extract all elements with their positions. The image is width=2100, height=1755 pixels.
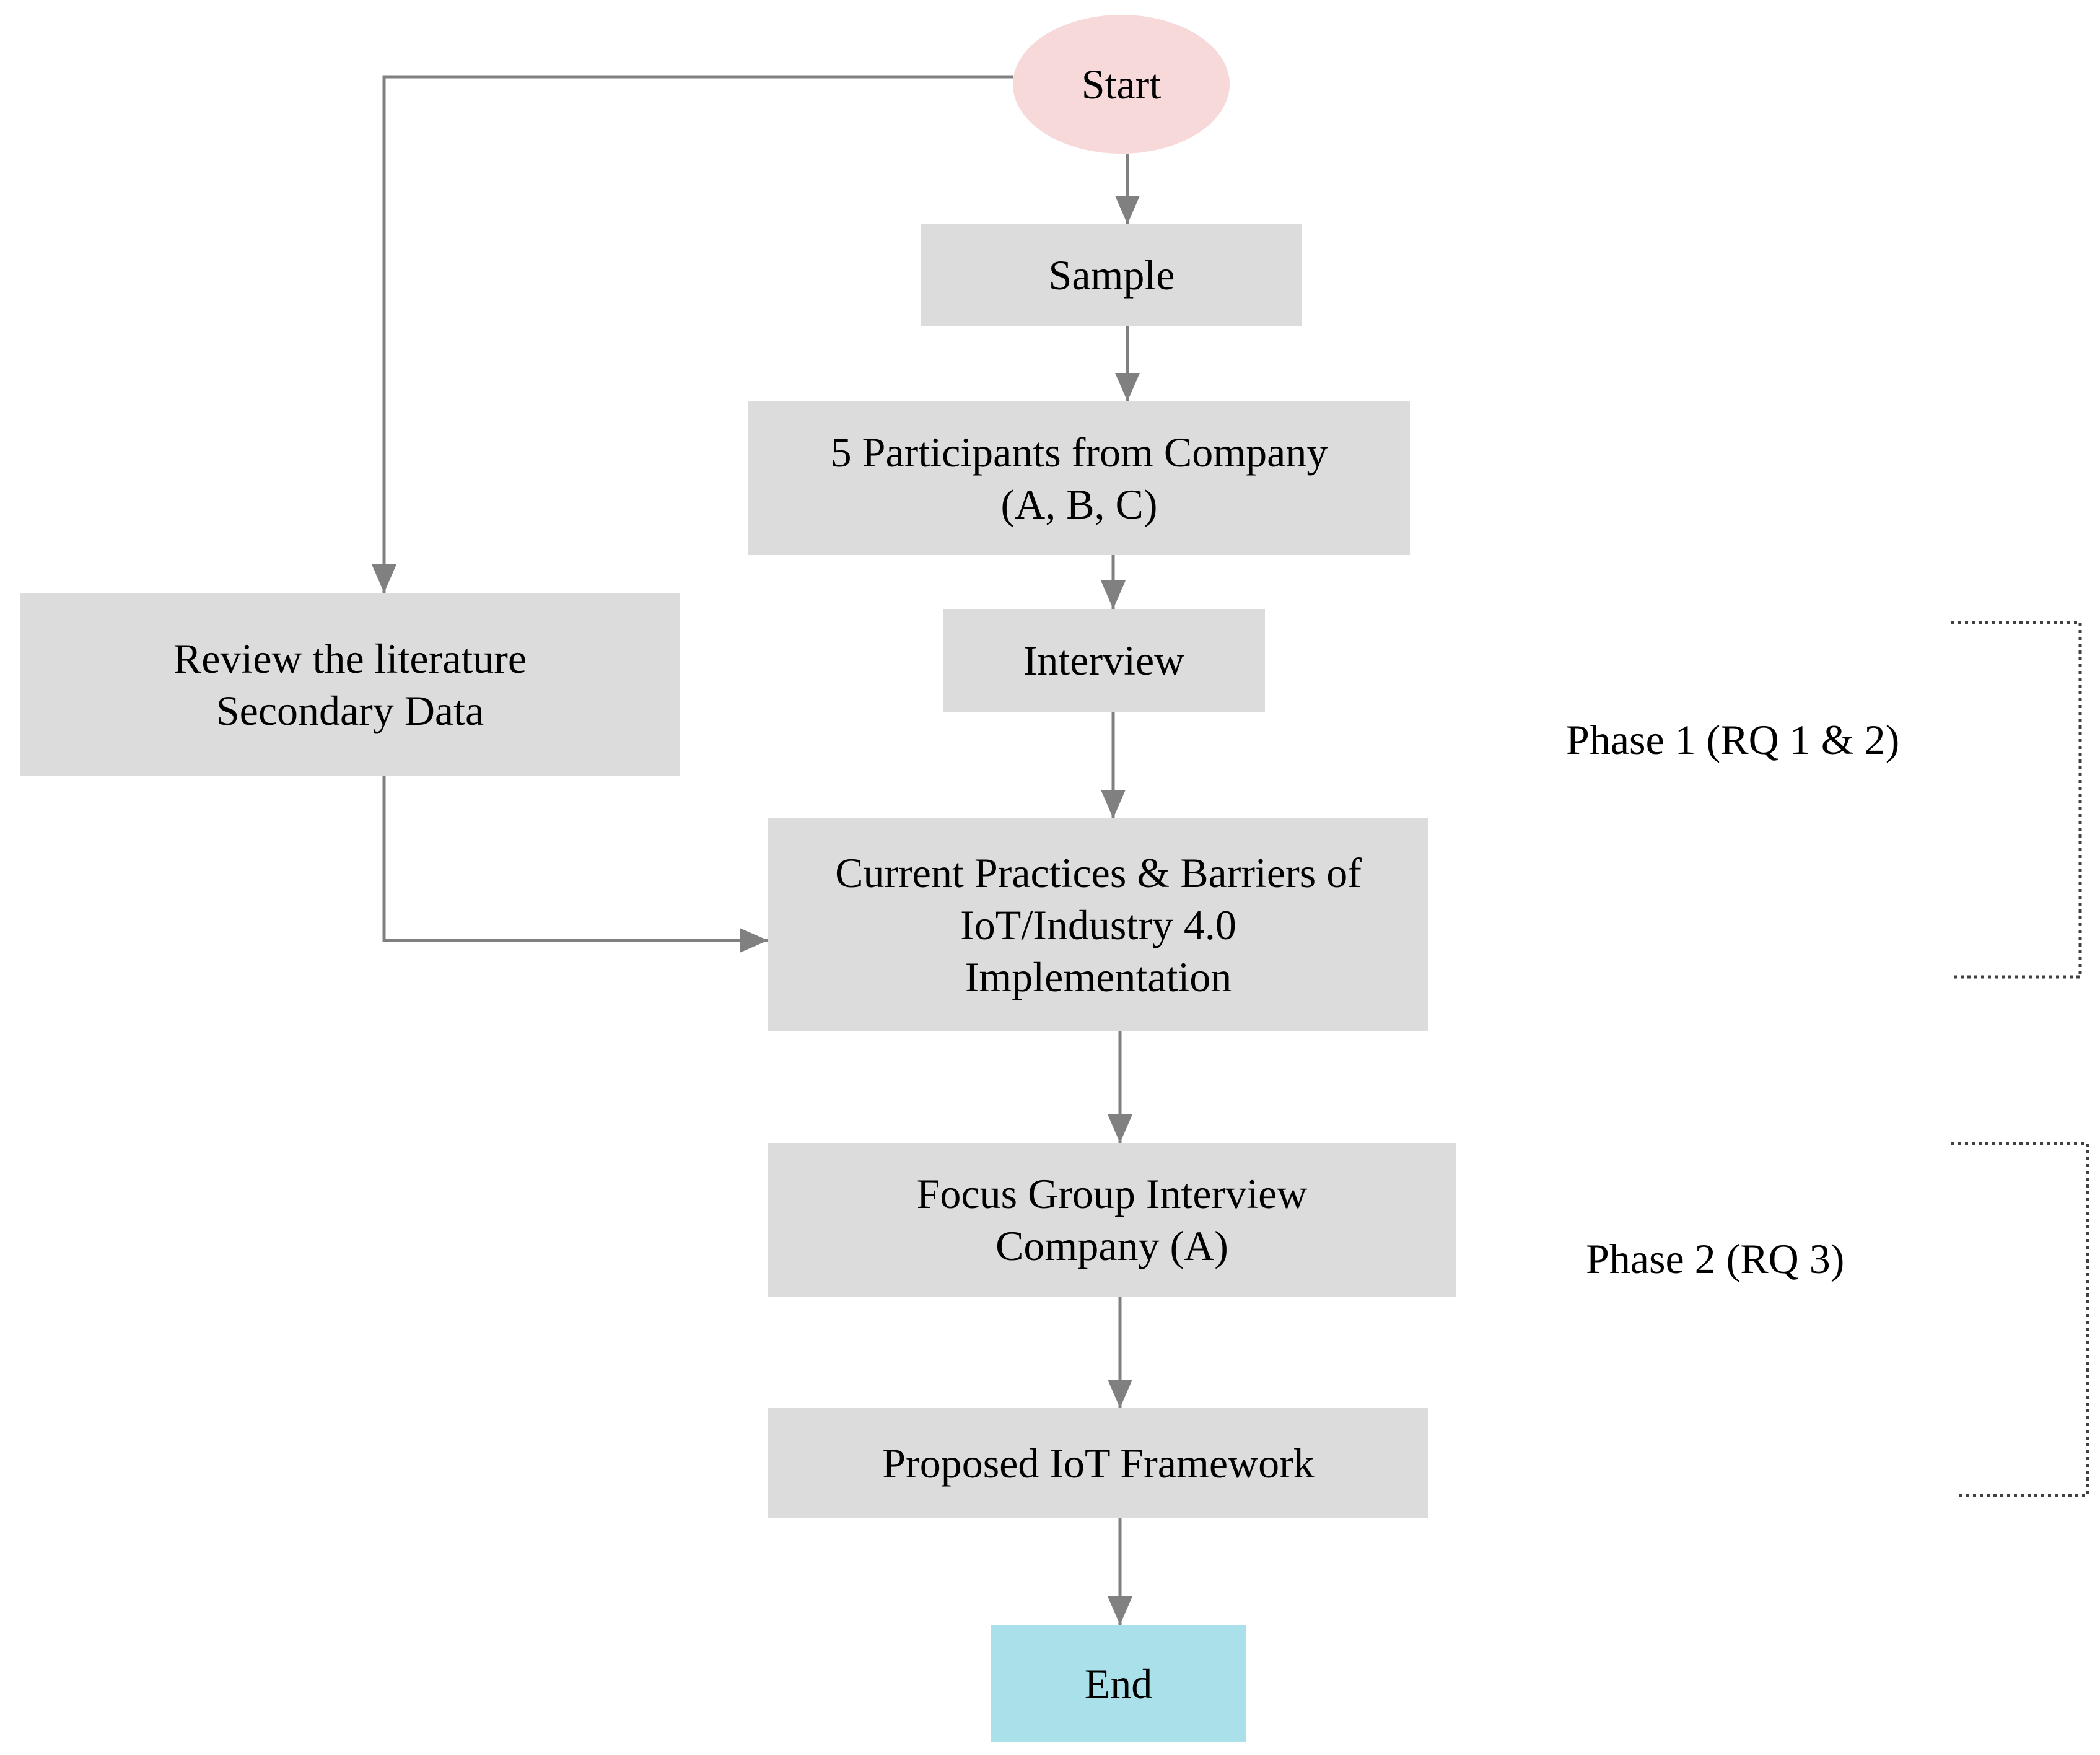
- end-label: End: [1084, 1660, 1153, 1707]
- participants-line2: (A, B, C): [1000, 481, 1158, 528]
- arrowhead-focus_group-to-framework: [1108, 1380, 1132, 1408]
- edge-literature-to-current_practices: [382, 776, 768, 942]
- edge-start-to-literature: [382, 75, 1013, 593]
- arrowhead-start-to-literature: [372, 564, 396, 593]
- interview-label: Interview: [1023, 637, 1185, 684]
- phase1-label: Phase 1 (RQ 1 & 2): [1566, 716, 1900, 763]
- interview-node: Interview: [943, 609, 1265, 712]
- arrowhead-sample-to-participants: [1115, 373, 1140, 401]
- bracket-group: [1951, 621, 2089, 1497]
- arrowhead-interview-to-current_practices: [1101, 790, 1126, 818]
- arrowhead-literature-to-current_practices: [740, 928, 768, 953]
- sample-label: Sample: [1048, 252, 1175, 299]
- participants-node: 5 Participants from Company (A, B, C): [748, 401, 1410, 555]
- start-label: Start: [1081, 61, 1162, 108]
- edge-group: [372, 75, 1140, 1625]
- literature-line1: Review the literature: [173, 634, 527, 682]
- arrowhead-participants-to-interview: [1101, 580, 1126, 609]
- current-practices-node: Current Practices & Barriers of IoT/Indu…: [768, 818, 1428, 1031]
- phase2-bracket: [1951, 1142, 2089, 1497]
- arrowhead-start-to-sample: [1115, 196, 1140, 224]
- end-node: End: [991, 1625, 1246, 1742]
- participants-line1: 5 Participants from Company: [830, 429, 1328, 476]
- start-node: Start: [1013, 15, 1230, 154]
- phase2-label: Phase 2 (RQ 3): [1586, 1235, 1845, 1282]
- current-practices-line2: IoT/Industry 4.0: [960, 901, 1236, 948]
- phase1-bracket: [1951, 621, 2082, 979]
- focus-group-node: Focus Group Interview Company (A): [768, 1143, 1456, 1297]
- framework-node: Proposed IoT Framework: [768, 1408, 1428, 1518]
- literature-line2: Secondary Data: [216, 686, 484, 734]
- literature-node: Review the literature Secondary Data: [20, 593, 680, 776]
- arrowhead-framework-to-end: [1108, 1596, 1132, 1625]
- arrowhead-current_practices-to-focus_group: [1108, 1114, 1132, 1143]
- focus-group-line1: Focus Group Interview: [916, 1170, 1308, 1217]
- sample-node: Sample: [921, 224, 1302, 326]
- current-practices-line3: Implementation: [965, 953, 1232, 1000]
- focus-group-line2: Company (A): [995, 1222, 1228, 1269]
- current-practices-line1: Current Practices & Barriers of: [835, 849, 1362, 896]
- framework-label: Proposed IoT Framework: [882, 1439, 1315, 1487]
